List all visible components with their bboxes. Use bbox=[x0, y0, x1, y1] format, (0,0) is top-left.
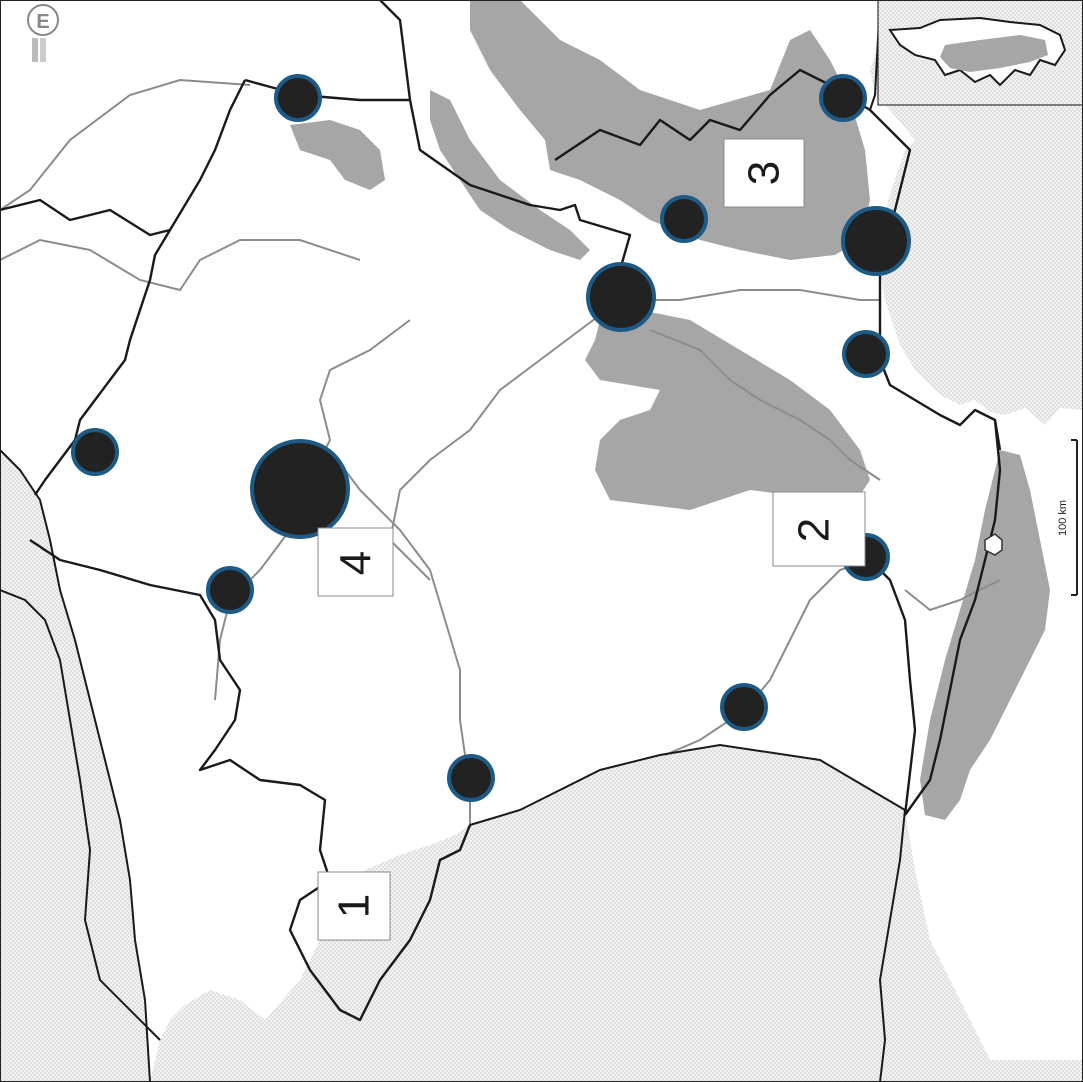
city-markers bbox=[71, 74, 911, 802]
river-southeast-2 bbox=[904, 579, 1001, 612]
border-north bbox=[244, 78, 632, 291]
borders bbox=[0, 0, 1002, 1022]
sea-east bbox=[870, 0, 1083, 425]
river-east-branch bbox=[649, 329, 881, 481]
coast-south bbox=[469, 743, 906, 826]
scale-bar: 100 km bbox=[1057, 439, 1078, 596]
city-marker[interactable] bbox=[720, 683, 768, 731]
coast-west bbox=[0, 449, 151, 1082]
city-marker[interactable] bbox=[71, 428, 119, 476]
coastlines bbox=[0, 0, 906, 1082]
border-south bbox=[288, 824, 472, 1022]
region-label-4-text: 4 bbox=[332, 551, 381, 575]
border-west-inner bbox=[0, 198, 171, 237]
region-label-3-text: 3 bbox=[740, 161, 789, 185]
region-label-2: 2 bbox=[772, 491, 866, 567]
river-south-central bbox=[388, 299, 621, 581]
city-marker[interactable] bbox=[842, 330, 890, 378]
region-label-3: 3 bbox=[723, 138, 805, 208]
river-east-crossing bbox=[620, 289, 880, 301]
river-west-1 bbox=[0, 238, 361, 292]
upland-central-east bbox=[585, 310, 870, 510]
border-southwest bbox=[29, 539, 332, 881]
region-label-1: 1 bbox=[317, 871, 391, 941]
city-marker[interactable] bbox=[250, 439, 350, 539]
city-marker[interactable] bbox=[660, 195, 708, 243]
region-label-4: 4 bbox=[317, 527, 394, 597]
coast-southeast bbox=[878, 809, 906, 1082]
coast-southwest-peninsula bbox=[0, 589, 161, 1041]
city-marker[interactable] bbox=[841, 206, 911, 276]
region-label-2-text: 2 bbox=[790, 518, 839, 542]
border-east-coast bbox=[869, 559, 917, 816]
upland-northeast-ridge bbox=[430, 90, 590, 260]
inset-map bbox=[877, 0, 1083, 106]
scale-label: 100 km bbox=[1057, 500, 1069, 536]
upland-southeast bbox=[920, 450, 1050, 820]
publisher-logo-letter: E bbox=[36, 11, 49, 33]
river-north-west bbox=[0, 78, 251, 211]
sea-south bbox=[150, 745, 1083, 1082]
city-marker[interactable] bbox=[447, 754, 495, 802]
city-marker[interactable] bbox=[819, 74, 867, 122]
border-east-line bbox=[904, 419, 1002, 816]
upland-northwest-patch bbox=[290, 120, 385, 190]
border-north-east bbox=[379, 0, 412, 101]
city-marker[interactable] bbox=[586, 262, 656, 332]
border-west bbox=[34, 79, 247, 496]
region-label-1-text: 1 bbox=[330, 894, 379, 918]
hexagon-marker bbox=[984, 533, 1003, 556]
city-marker[interactable] bbox=[274, 74, 322, 122]
city-marker[interactable] bbox=[206, 566, 254, 614]
inset-upland bbox=[940, 35, 1048, 72]
border-northeast-coast bbox=[554, 68, 1002, 451]
river-southeast bbox=[664, 559, 871, 756]
publisher-logo: E bbox=[27, 4, 59, 62]
